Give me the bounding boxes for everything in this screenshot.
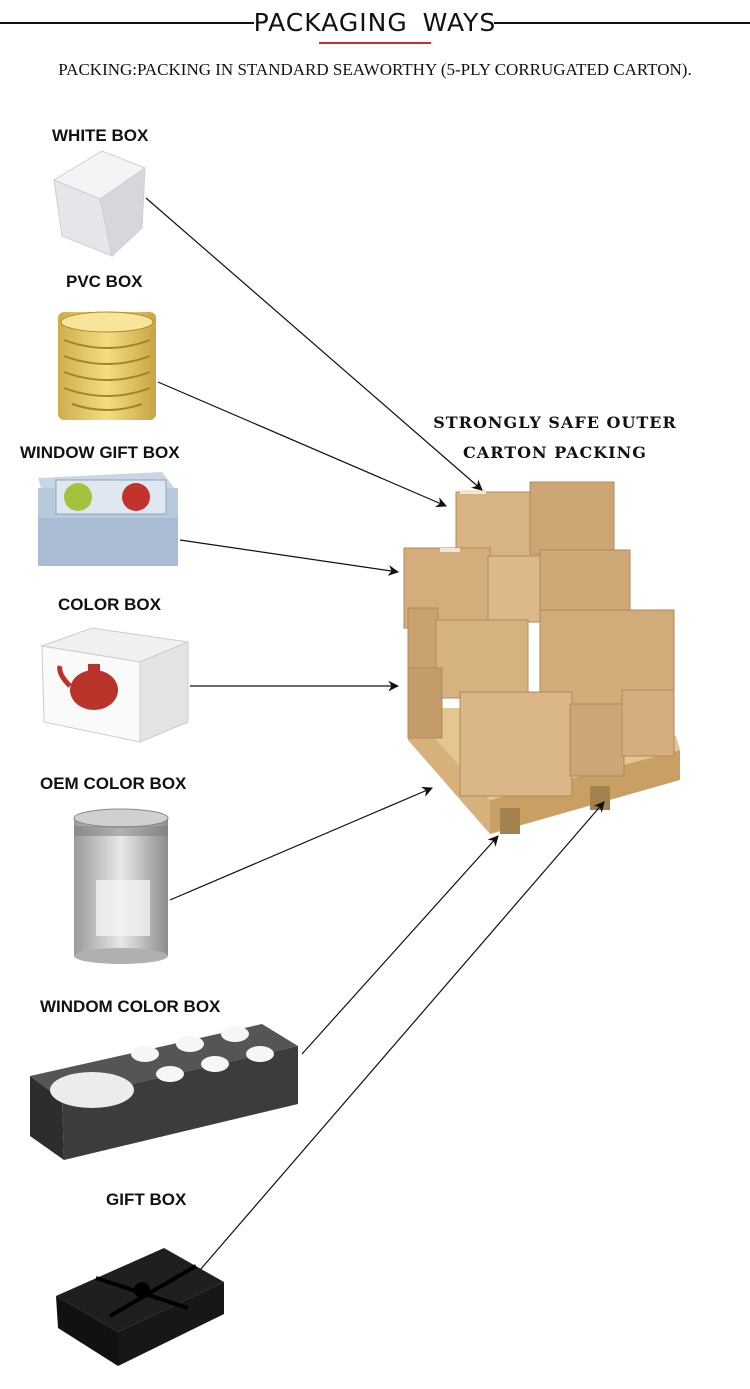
arrows xyxy=(145,197,605,1271)
header-rule-right xyxy=(494,22,750,24)
packing-description: PACKING:PACKING IN STANDARD SEAWORTHY (5… xyxy=(58,60,692,79)
arrow-gift-box xyxy=(199,801,605,1271)
page-title: PACKAGING WAYS xyxy=(253,8,497,37)
color-box-image xyxy=(40,627,190,743)
label-pvc-box: PVC BOX xyxy=(66,272,143,291)
destination-title-line1: STRONGLY SAFE OUTER xyxy=(433,413,677,432)
window-gift-box-image xyxy=(38,472,178,566)
arrow-oem-color-box xyxy=(169,786,433,901)
pvc-box-image xyxy=(58,311,156,420)
title-accent-underline xyxy=(319,42,431,44)
arrow-windom-color-box xyxy=(301,835,499,1055)
label-white-box: WHITE BOX xyxy=(52,126,149,145)
white-box-image xyxy=(52,150,147,257)
header-rule-left xyxy=(0,22,254,24)
label-windom-color-box: WINDOM COLOR BOX xyxy=(40,997,221,1016)
arrow-pvc-box xyxy=(157,381,447,508)
oem-color-box-image xyxy=(73,808,169,964)
windom-color-box-image xyxy=(30,1024,298,1160)
arrow-white-box xyxy=(145,197,483,491)
label-color-box: COLOR BOX xyxy=(58,595,161,614)
label-window-gift-box: WINDOW GIFT BOX xyxy=(20,443,180,462)
label-gift-box: GIFT BOX xyxy=(106,1190,187,1209)
label-oem-color-box: OEM COLOR BOX xyxy=(40,774,187,793)
arrow-window-gift-box xyxy=(179,539,400,576)
gift-box-image xyxy=(56,1248,224,1366)
carton-pallet-image xyxy=(403,481,680,834)
destination-title-line2: CARTON PACKING xyxy=(463,443,647,462)
